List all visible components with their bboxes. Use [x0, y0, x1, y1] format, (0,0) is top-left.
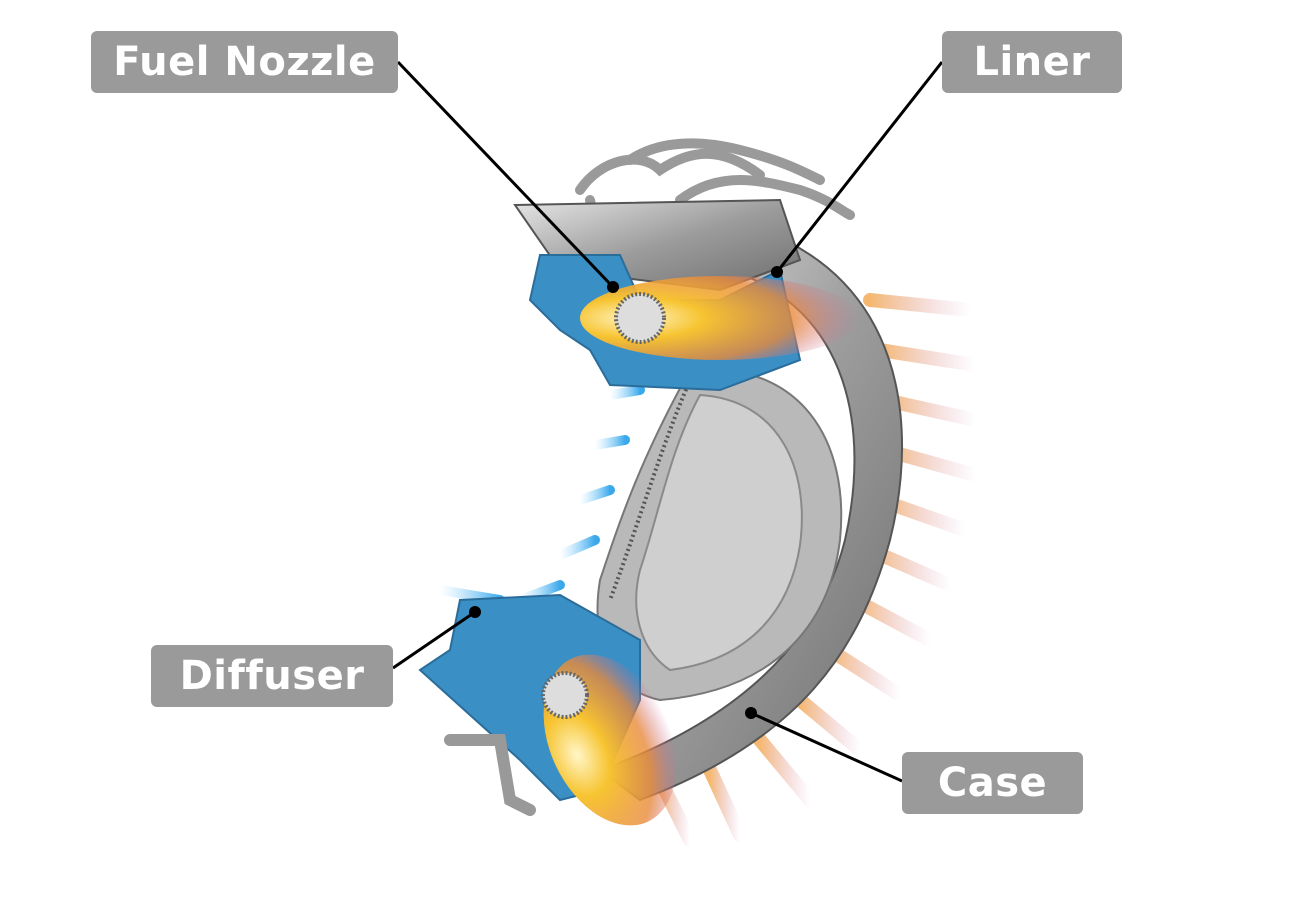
- label-case: Case: [902, 752, 1083, 814]
- label-liner: Liner: [942, 31, 1122, 93]
- label-fuel-nozzle: Fuel Nozzle: [91, 31, 398, 93]
- marker-case: [745, 707, 757, 719]
- marker-liner: [771, 266, 783, 278]
- leader-lines: [392, 60, 944, 783]
- top-swirler: [614, 292, 666, 344]
- leader-liner: [775, 61, 944, 273]
- leader-fuel-nozzle: [396, 60, 615, 289]
- leader-case: [750, 711, 903, 783]
- leader-diffuser: [392, 610, 476, 670]
- bottom-swirler: [541, 671, 589, 719]
- bottom-manifold: [444, 734, 536, 816]
- label-diffuser: Diffuser: [151, 645, 393, 707]
- marker-fuel-nozzle: [607, 281, 619, 293]
- inner-wall: [635, 393, 803, 672]
- marker-diffuser: [469, 606, 481, 618]
